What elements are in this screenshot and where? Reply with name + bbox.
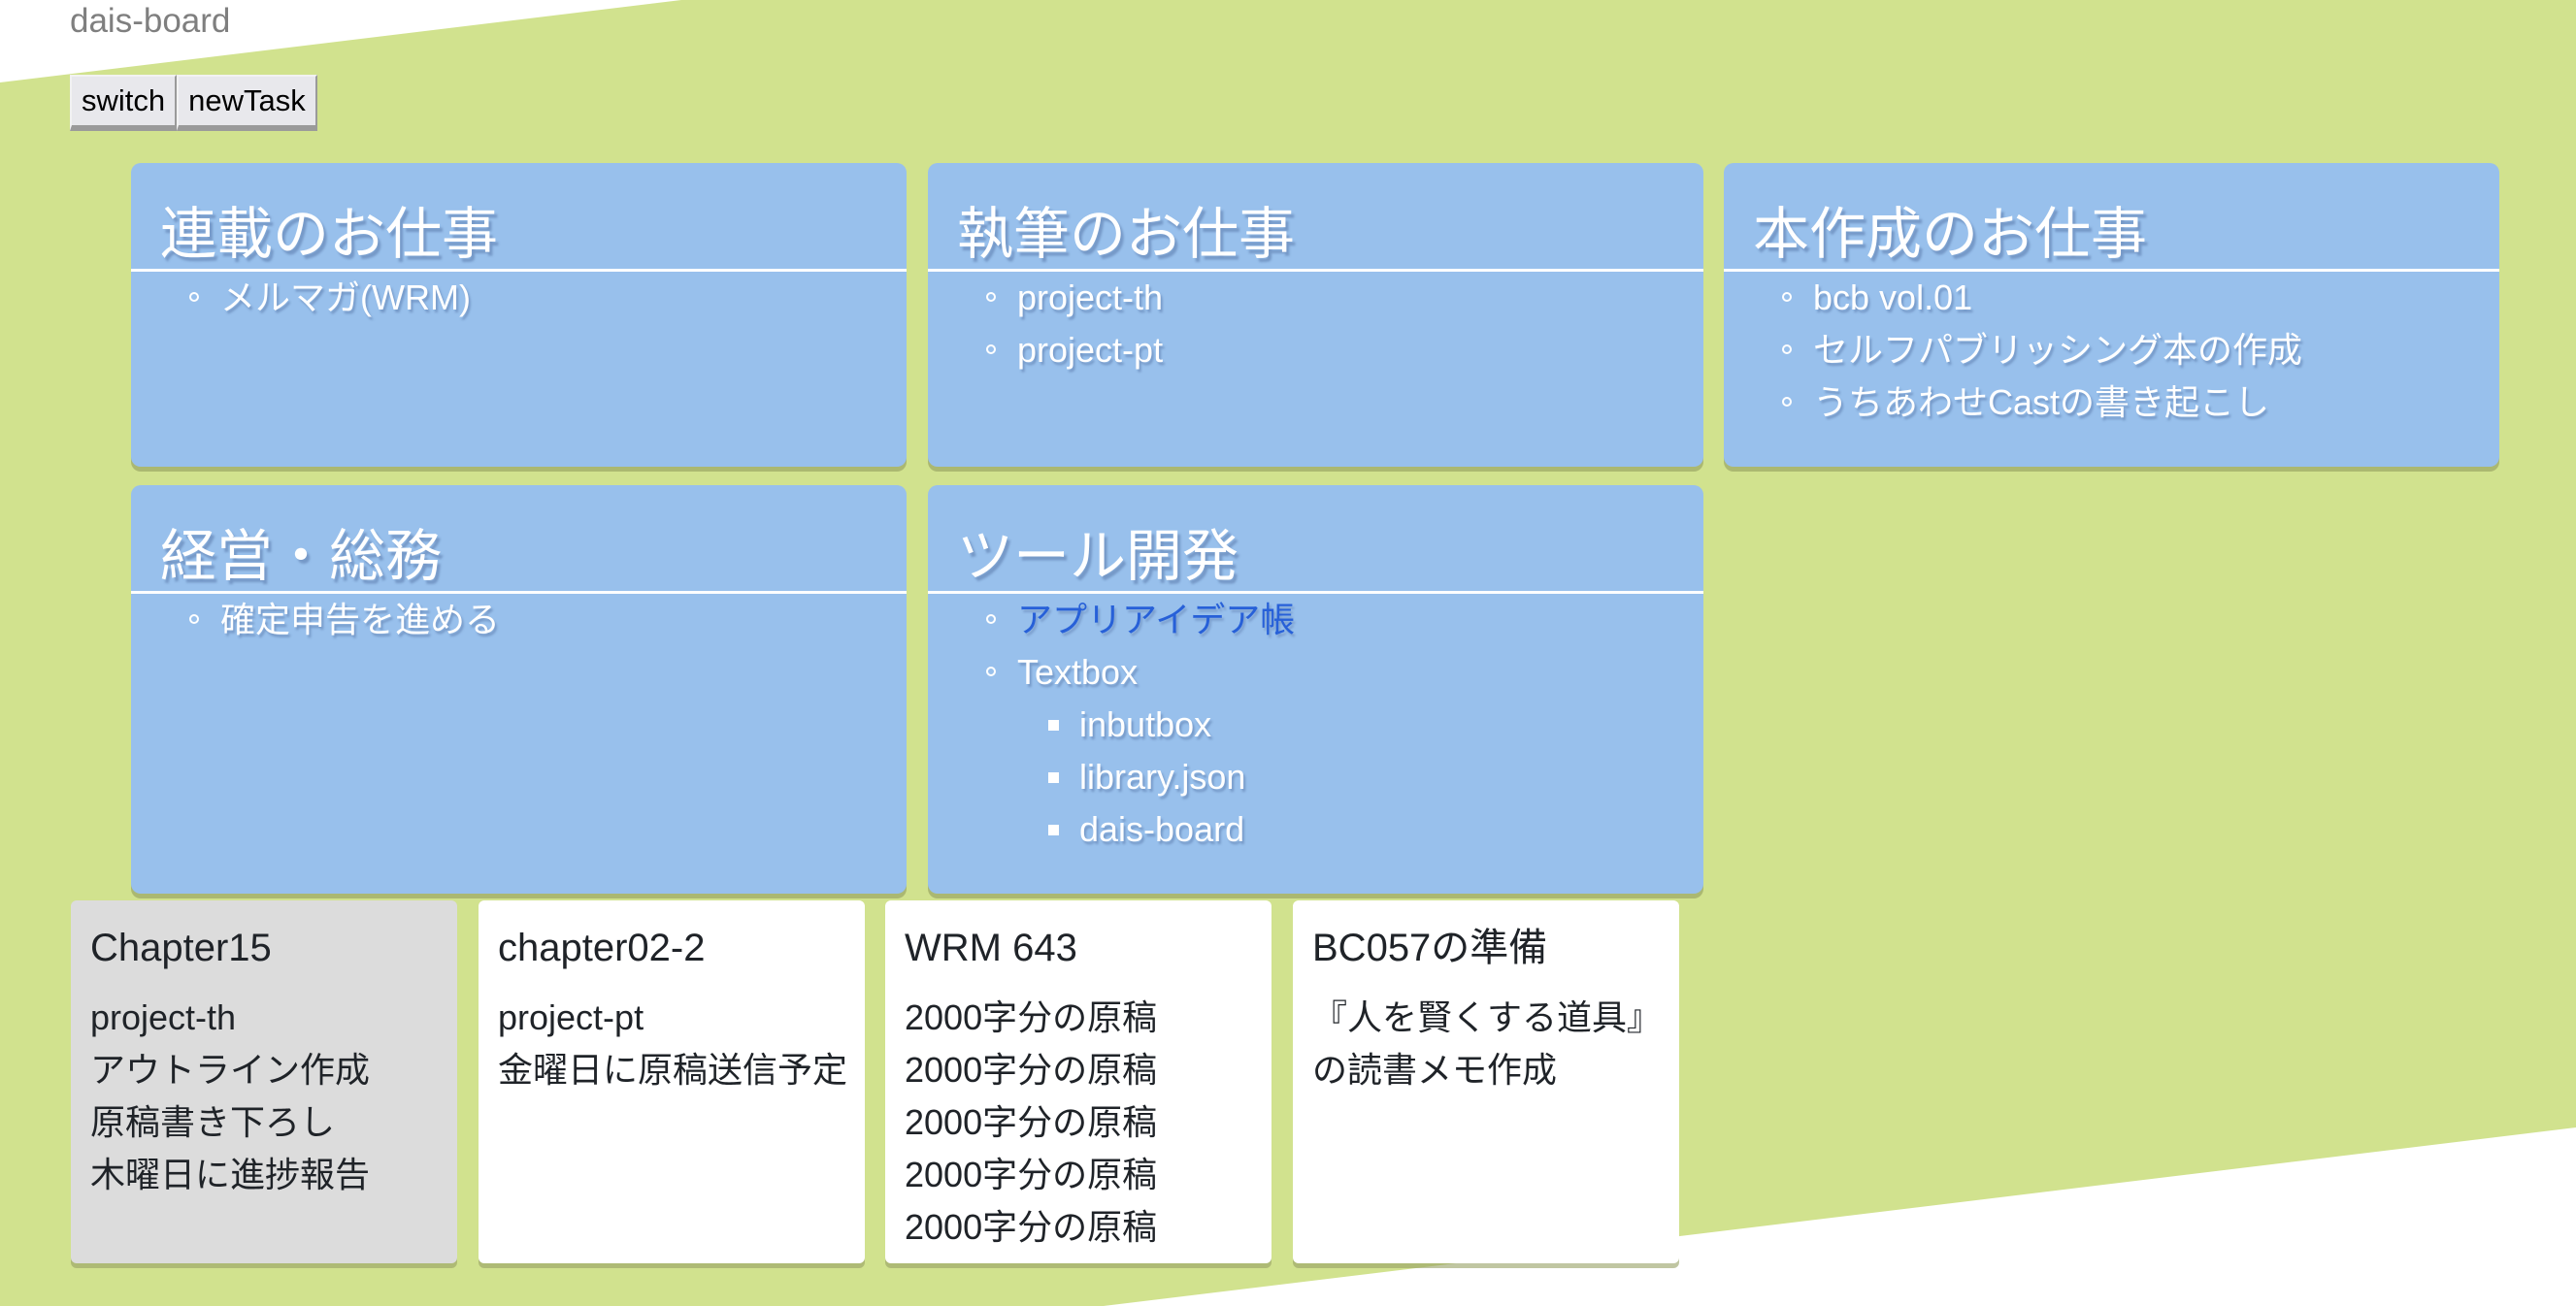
- project-item[interactable]: アプリアイデア帳: [986, 594, 1703, 646]
- task-card-line: 2000字分の原稿: [905, 1155, 1158, 1194]
- task-card-line: 2000字分の原稿: [905, 1102, 1158, 1142]
- category-panel-serial: 連載のお仕事 メルマガ(WRM): [131, 163, 907, 467]
- task-card-title: Chapter15: [90, 927, 272, 969]
- project-item[interactable]: project-th: [986, 272, 1703, 324]
- category-panel-tools: ツール開発 アプリアイデア帳 Textbox inbutbox library.…: [928, 485, 1703, 894]
- project-list: 確定申告を進める: [131, 594, 907, 646]
- switch-button[interactable]: switch: [70, 75, 178, 131]
- project-label: project-pt: [1017, 330, 1164, 370]
- square-bullet-icon: [1048, 772, 1059, 783]
- panel-header: ツール開発: [928, 485, 1703, 594]
- task-card-line: 木曜日に進捗報告: [90, 1155, 371, 1194]
- project-list: アプリアイデア帳 Textbox inbutbox library.json d…: [928, 594, 1703, 856]
- panel-header: 連載のお仕事: [131, 163, 907, 272]
- project-label: うちあわせCastの書き起こし: [1813, 382, 2270, 422]
- panel-title: 執筆のお仕事: [957, 203, 1296, 266]
- subproject-label: inbutbox: [1079, 704, 1212, 744]
- project-list: メルマガ(WRM): [131, 272, 907, 324]
- task-card-line: 原稿書き下ろし: [90, 1102, 336, 1142]
- project-label: Textbox: [1017, 652, 1139, 692]
- project-label: bcb vol.01: [1813, 278, 1973, 317]
- app-title: dais-board: [70, 2, 231, 40]
- task-card-line: 2000字分の原稿: [905, 1207, 1158, 1247]
- task-card-title: BC057の準備: [1312, 927, 1548, 969]
- task-card-wrm643[interactable]: WRM 643 2000字分の原稿 2000字分の原稿 2000字分の原稿 20…: [885, 900, 1271, 1263]
- panel-header: 経営・総務: [131, 485, 907, 594]
- panel-title: 連載のお仕事: [160, 203, 499, 266]
- panel-title: 経営・総務: [160, 525, 443, 588]
- category-panel-management: 経営・総務 確定申告を進める: [131, 485, 907, 894]
- square-bullet-icon: [1048, 720, 1059, 731]
- square-bullet-icon: [1048, 825, 1059, 835]
- project-item[interactable]: メルマガ(WRM): [189, 272, 907, 324]
- project-list: project-th project-pt: [928, 272, 1703, 376]
- app-idea-link[interactable]: アプリアイデア帳: [1017, 600, 1296, 639]
- subproject-label: dais-board: [1079, 809, 1245, 849]
- circle-bullet-icon: [1782, 344, 1792, 354]
- task-card-line: 2000字分の原稿: [905, 997, 1158, 1037]
- circle-bullet-icon: [986, 344, 996, 354]
- project-label: メルマガ(WRM): [220, 278, 471, 317]
- task-card-chapter02-2[interactable]: chapter02-2 project-pt 金曜日に原稿送信予定: [479, 900, 865, 1263]
- task-card-line: project-th: [90, 997, 237, 1037]
- circle-bullet-icon: [189, 292, 199, 302]
- task-card-line: project-pt: [498, 997, 644, 1037]
- task-card-bc057[interactable]: BC057の準備 『人を賢くする道具』 の読書メモ作成: [1293, 900, 1679, 1263]
- task-card-line: の読書メモ作成: [1312, 1050, 1558, 1090]
- new-task-button[interactable]: newTask: [177, 75, 317, 131]
- subproject-label: library.json: [1079, 757, 1246, 797]
- project-item[interactable]: Textbox inbutbox library.json dais-board: [986, 646, 1703, 856]
- subproject-item[interactable]: inbutbox: [1048, 699, 1703, 751]
- task-card-line: 2000字分の原稿: [905, 1050, 1158, 1090]
- project-label: セルフパブリッシング本の作成: [1813, 330, 2303, 370]
- subproject-item[interactable]: library.json: [1048, 751, 1703, 803]
- project-item[interactable]: セルフパブリッシング本の作成: [1782, 324, 2499, 376]
- project-label: 確定申告を進める: [220, 600, 501, 639]
- subproject-list: inbutbox library.json dais-board: [1017, 699, 1703, 856]
- category-panel-writing: 執筆のお仕事 project-th project-pt: [928, 163, 1703, 467]
- circle-bullet-icon: [986, 667, 996, 676]
- circle-bullet-icon: [986, 614, 996, 624]
- task-card-line: 金曜日に原稿送信予定: [498, 1050, 848, 1090]
- project-item[interactable]: bcb vol.01: [1782, 272, 2499, 324]
- circle-bullet-icon: [1782, 292, 1792, 302]
- task-card-line: アウトライン作成: [90, 1050, 371, 1090]
- circle-bullet-icon: [189, 614, 199, 624]
- task-card-title: WRM 643: [905, 927, 1077, 969]
- project-item[interactable]: うちあわせCastの書き起こし: [1782, 376, 2499, 429]
- project-item[interactable]: 確定申告を進める: [189, 594, 907, 646]
- panel-title: 本作成のお仕事: [1753, 203, 2148, 266]
- circle-bullet-icon: [1782, 397, 1792, 407]
- task-card-title: chapter02-2: [498, 927, 706, 969]
- toolbar: switch newTask: [70, 75, 317, 131]
- circle-bullet-icon: [986, 292, 996, 302]
- panel-header: 本作成のお仕事: [1724, 163, 2499, 272]
- panel-title: ツール開発: [957, 525, 1239, 588]
- project-list: bcb vol.01 セルフパブリッシング本の作成 うちあわせCastの書き起こ…: [1724, 272, 2499, 429]
- subproject-item[interactable]: dais-board: [1048, 803, 1703, 856]
- panel-header: 執筆のお仕事: [928, 163, 1703, 272]
- project-label: project-th: [1017, 278, 1164, 317]
- project-item[interactable]: project-pt: [986, 324, 1703, 376]
- category-panel-book: 本作成のお仕事 bcb vol.01 セルフパブリッシング本の作成 うちあわせC…: [1724, 163, 2499, 467]
- task-card-line: 『人を賢くする道具』: [1312, 997, 1663, 1037]
- task-card-chapter15[interactable]: Chapter15 project-th アウトライン作成 原稿書き下ろし 木曜…: [71, 900, 457, 1263]
